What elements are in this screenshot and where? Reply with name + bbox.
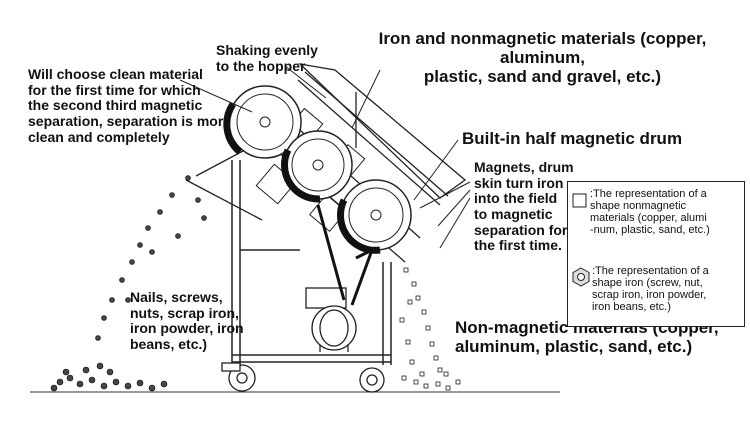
- leader-lines: [179, 65, 471, 249]
- legend-nonmagnetic-text: :The representation of a shape nonmagnet…: [590, 188, 710, 236]
- drive-belts: [316, 204, 374, 306]
- legend-iron-text: :The representation of a shape iron (scr…: [592, 265, 709, 313]
- nonmagnetic-particles: [399, 267, 461, 391]
- nut-icon: [572, 267, 590, 287]
- magnetic-drum-3: [337, 179, 412, 254]
- legend: :The representation of a shape nonmagnet…: [567, 181, 745, 327]
- casters: [221, 362, 385, 393]
- label-clean-choice: Will choose clean material for the first…: [28, 66, 232, 145]
- label-nonmagnetic-output: Non-magnetic materials (copper, aluminum…: [455, 318, 719, 357]
- label-magnets: Magnets, drum skin turn iron into the fi…: [474, 159, 574, 254]
- square-outline-icon: [572, 193, 587, 208]
- label-half-drum: Built-in half magnetic drum: [462, 129, 683, 148]
- magnetic-drum-2: [281, 130, 353, 203]
- label-nails: Nails, screws, nuts, scrap iron, iron po…: [130, 289, 244, 353]
- label-shaking: Shaking evenly to the hopper: [216, 42, 318, 74]
- iron-particles: [50, 175, 207, 392]
- motor: [305, 287, 357, 352]
- magnetic-drum-1: [223, 85, 302, 159]
- frame: [231, 160, 392, 365]
- label-iron-nonmagnetic: Iron and nonmagnetic materials (copper, …: [378, 29, 707, 87]
